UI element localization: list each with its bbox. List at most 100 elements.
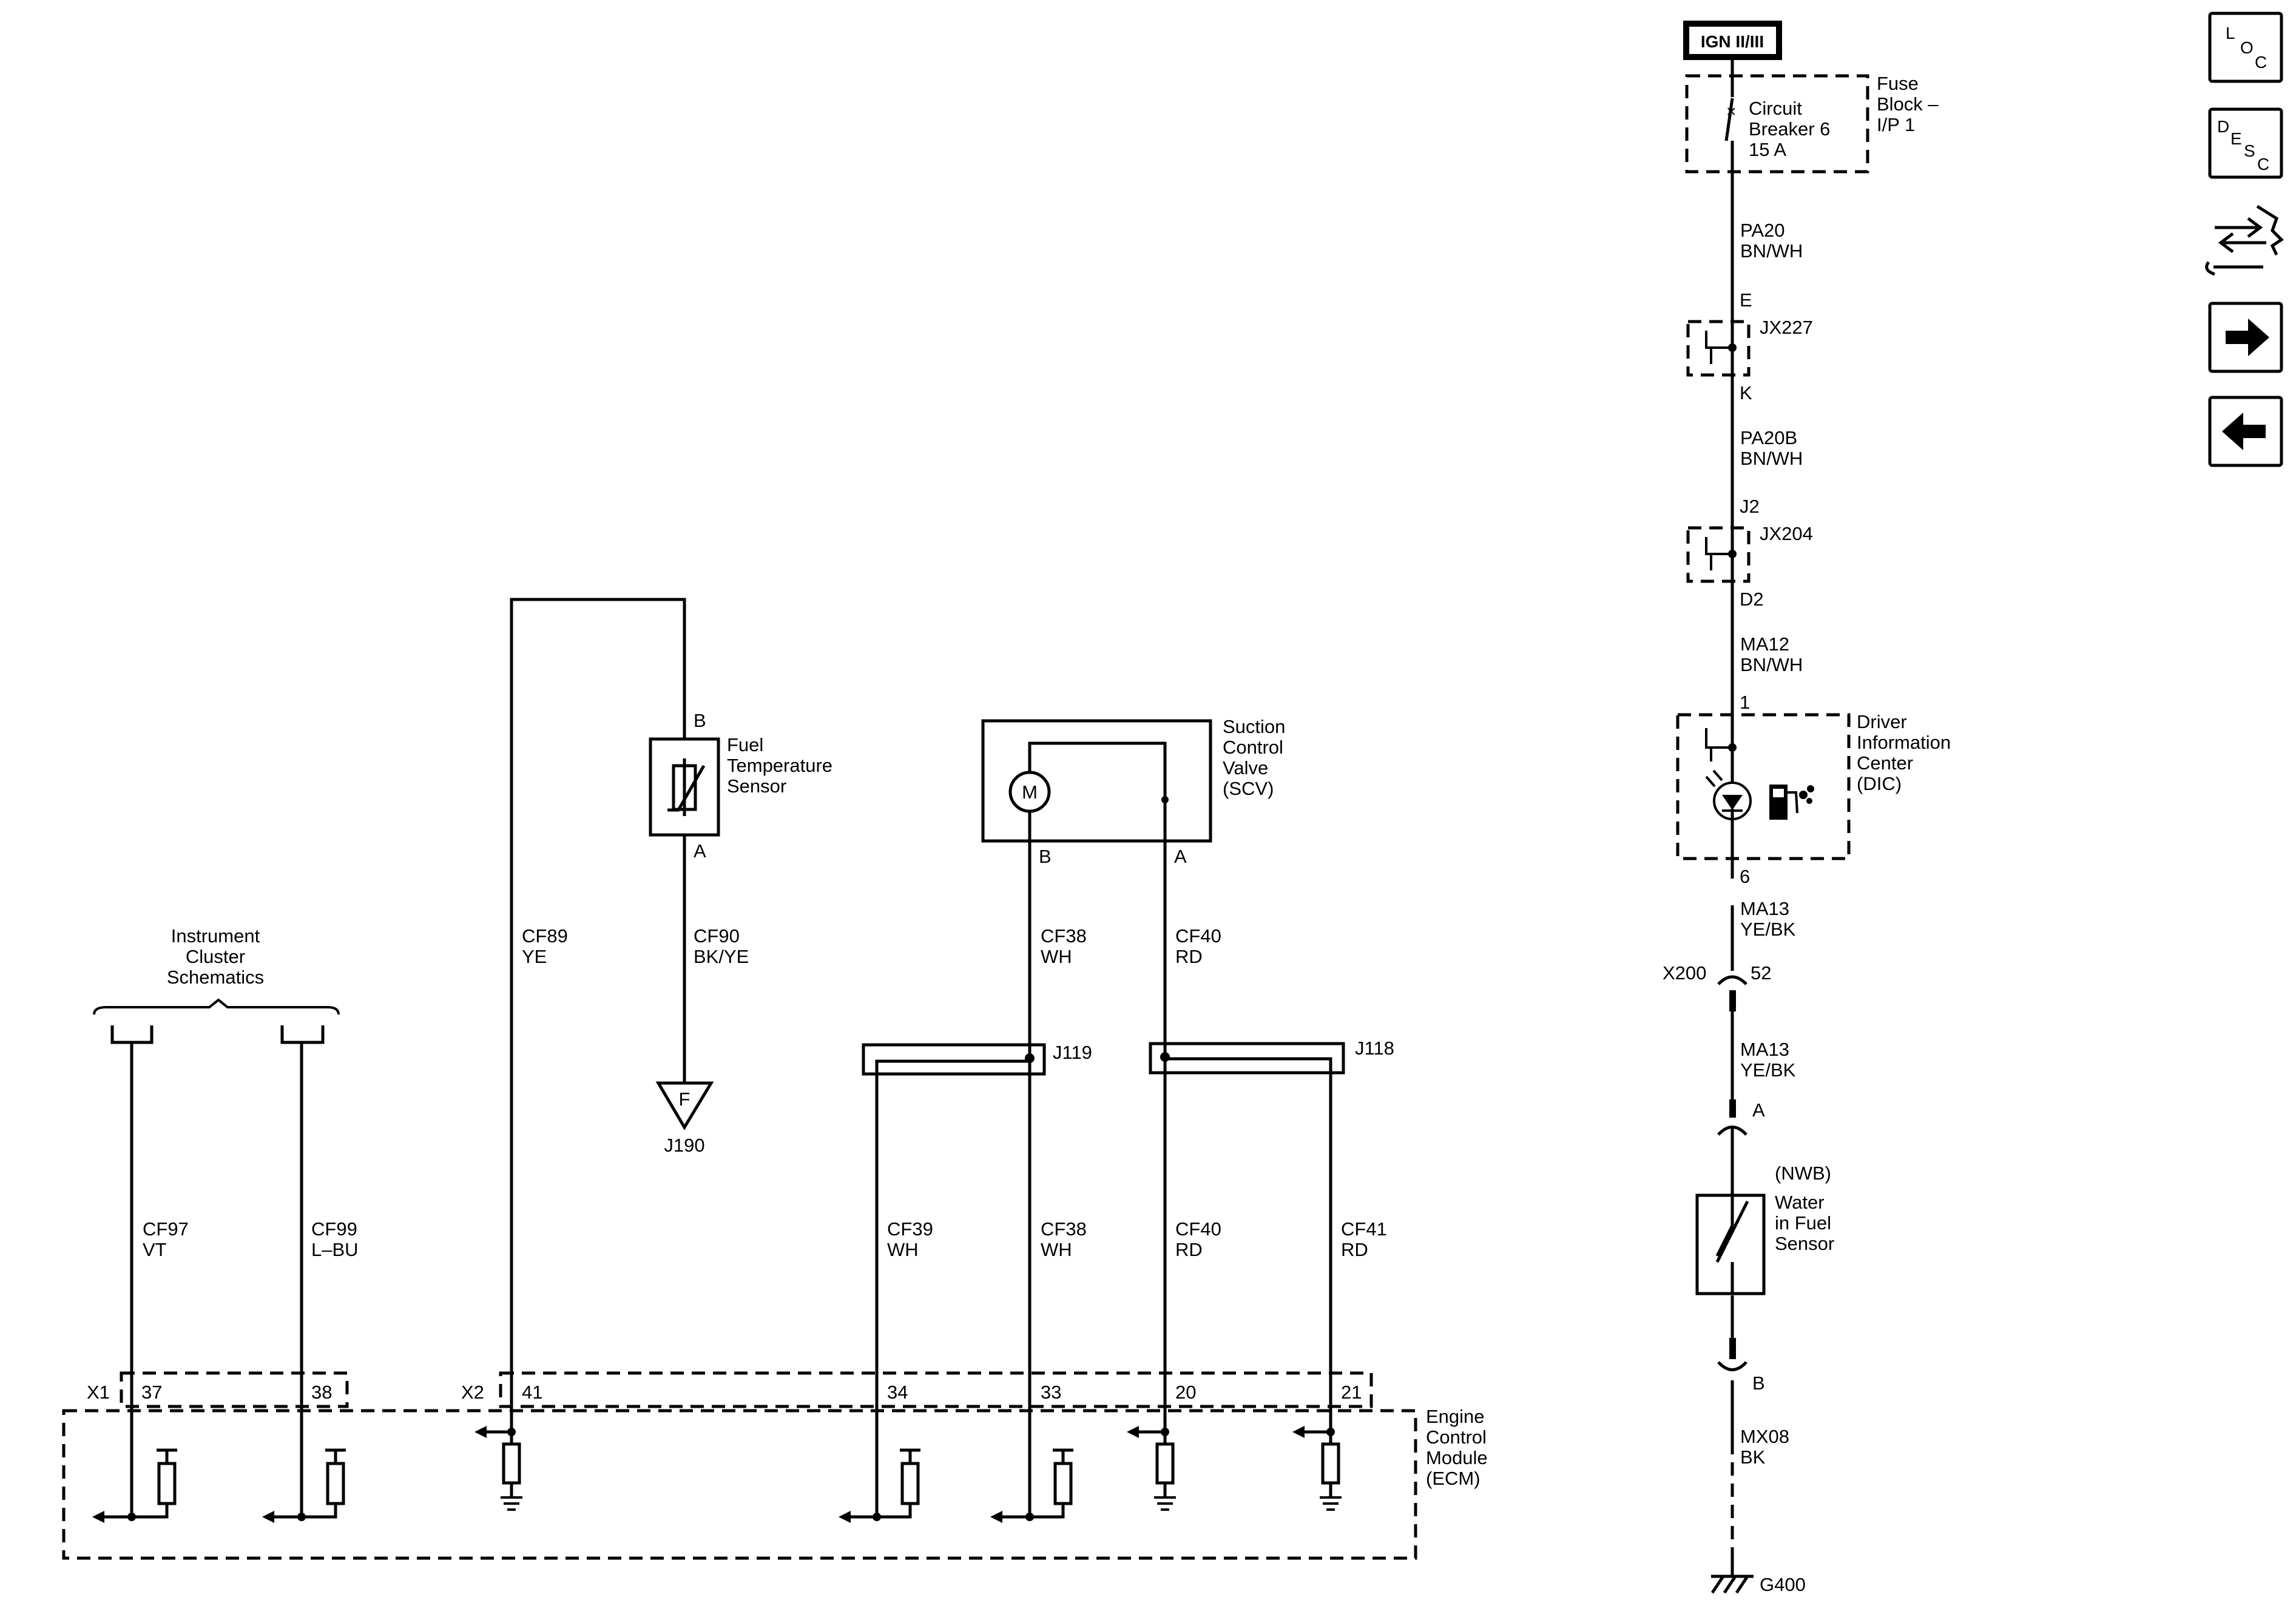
wire-cf38-bottom-color: WH: [1041, 1239, 1072, 1260]
x2-pin-34: 34: [887, 1382, 908, 1403]
wire-ma13-bottom-id: MA13: [1740, 1039, 1789, 1060]
connector-jx204: J2 JX204 D2: [1686, 496, 1813, 610]
x2-pin-20: 20: [1175, 1382, 1196, 1403]
fuse-block-line3: I/P 1: [1877, 114, 1915, 135]
engine-control-module: Engine Control Module (ECM): [62, 1406, 1488, 1560]
wire-cf40-top-color: RD: [1175, 946, 1203, 967]
splice-j119: J119: [862, 1042, 1092, 1517]
j118-label: J118: [1355, 1038, 1394, 1059]
wire-ma12-color: BN/WH: [1740, 654, 1803, 675]
wif-label-line4: Sensor: [1775, 1233, 1834, 1254]
ecm-input-cf39: [839, 1448, 920, 1523]
dic-pin-1: 1: [1740, 692, 1750, 713]
dic-label-line3: Center: [1857, 752, 1913, 774]
jx204-pin-d2: D2: [1740, 589, 1764, 610]
jx204-pin-j2: J2: [1740, 496, 1760, 517]
scv-label-line3: Valve: [1223, 757, 1268, 778]
x2-name: X2: [461, 1382, 484, 1403]
dic-label-line1: Driver: [1857, 711, 1907, 732]
ecm-input-cf38: [990, 1448, 1073, 1523]
x200-pin: 52: [1751, 962, 1771, 984]
driver-information-center: 1 6 Driver Information Center (DIC): [1676, 692, 1951, 887]
fuse-block-line2: Block –: [1877, 93, 1939, 115]
fts-pin-a: A: [694, 840, 706, 862]
circuit-breaker-line3: 15 A: [1749, 139, 1786, 160]
wire-cf89: [510, 598, 686, 1432]
wire-pa20-color: BN/WH: [1740, 240, 1803, 262]
water-in-fuel-sensor: A (NWB) Water in Fuel Sensor B: [1695, 1099, 1834, 1394]
desc-letter-c: C: [2257, 155, 2269, 174]
wire-mx08-id: MX08: [1740, 1426, 1789, 1447]
wire-pa20b-id: PA20B: [1740, 427, 1797, 448]
location-button[interactable]: L O C: [2208, 12, 2283, 83]
wire-cf38-top-id: CF38: [1041, 925, 1087, 947]
ground-label: G400: [1760, 1574, 1806, 1595]
instrument-cluster-reference: Instrument Cluster Schematics: [93, 925, 340, 1044]
desc-letter-e: E: [2230, 129, 2242, 148]
ground-ref-letter: F: [679, 1089, 690, 1110]
ground-reference-j190: F J190: [655, 1081, 714, 1156]
instrument-cluster-line1: Instrument: [171, 925, 260, 947]
connector-end-view-icon[interactable]: [2205, 204, 2284, 276]
wire-cf41-color: RD: [1341, 1239, 1368, 1260]
wire-ma13-top-id: MA13: [1740, 898, 1789, 919]
wire-cf90-id: CF90: [694, 925, 740, 947]
dic-label-line4: (DIC): [1857, 773, 1902, 794]
ignition-label: IGN II/III: [1701, 32, 1764, 51]
wire-ma12-id: MA12: [1740, 633, 1789, 655]
wif-label-line3: in Fuel: [1775, 1212, 1831, 1234]
wire-cf40-bottom-id: CF40: [1175, 1218, 1221, 1240]
wire-cf89-color: YE: [522, 946, 547, 967]
x1-pin-38: 38: [311, 1382, 332, 1403]
x2-pin-41: 41: [522, 1382, 542, 1403]
wire-cf40-top-id: CF40: [1175, 925, 1221, 947]
connector-jx227: E JX227 K: [1686, 289, 1813, 403]
loc-letter-c: C: [2255, 53, 2267, 72]
ecm-output-cf41: [1292, 1426, 1342, 1511]
wif-pin-b: B: [1752, 1372, 1765, 1394]
splice-j118: J118: [1149, 1038, 1394, 1432]
x2-pin-33: 33: [1041, 1382, 1061, 1403]
fuse-block-line1: Fuse: [1877, 73, 1919, 94]
wire-cf39-color: WH: [887, 1239, 919, 1260]
fuel-temperature-sensor: B A Fuel Temperature Sensor: [649, 710, 832, 862]
fuel-pump-icon: [1769, 785, 1814, 820]
description-button[interactable]: D E S C: [2208, 107, 2283, 179]
wire-cf90-color: BK/YE: [694, 946, 749, 967]
jx204-name: JX204: [1760, 523, 1813, 544]
previous-page-arrow-icon[interactable]: [2208, 396, 2283, 467]
ecm-output-cf40: [1127, 1426, 1176, 1511]
desc-letter-d: D: [2217, 117, 2229, 136]
jx227-name: JX227: [1760, 317, 1813, 338]
connector-x1: X1 37 38: [87, 1371, 349, 1408]
ecm-input-cf99: [262, 1448, 346, 1523]
loc-letter-o: O: [2240, 38, 2254, 57]
wire-cf97-color: VT: [143, 1239, 167, 1260]
instrument-cluster-line3: Schematics: [167, 967, 264, 988]
jx227-pin-k: K: [1740, 382, 1752, 403]
loc-letter-l: L: [2226, 24, 2235, 42]
wire-cf99-id: CF99: [311, 1218, 357, 1240]
scv-label-line1: Suction: [1223, 716, 1285, 737]
wire-cf99-color: L–BU: [311, 1239, 359, 1260]
suction-control-valve: M B A Suction Control Valve (SCV): [981, 716, 1285, 971]
ecm-input-cf97: [92, 1448, 177, 1523]
circuit-breaker-line1: Circuit: [1749, 98, 1802, 119]
instrument-cluster-line2: Cluster: [186, 946, 245, 967]
connector-x2: X2 41 34 33 20 21: [461, 1371, 1373, 1408]
x1-name: X1: [87, 1382, 110, 1403]
wif-pin-a: A: [1752, 1099, 1765, 1121]
wire-cf38-top-color: WH: [1041, 946, 1072, 967]
connector-x200: X200 52: [1663, 962, 1771, 1011]
wire-pa20-id: PA20: [1740, 220, 1785, 241]
wire-cf39-id: CF39: [887, 1218, 933, 1240]
scv-pin-a: A: [1174, 846, 1187, 867]
next-page-arrow-icon[interactable]: [2208, 302, 2283, 373]
jx227-pin-e: E: [1740, 289, 1752, 311]
wire-ma13-bottom-color: YE/BK: [1740, 1059, 1796, 1081]
x1-pin-37: 37: [141, 1382, 162, 1403]
wire-cf41-id: CF41: [1341, 1218, 1387, 1240]
fts-label-line2: Temperature: [727, 755, 832, 776]
desc-letter-s: S: [2244, 141, 2255, 160]
